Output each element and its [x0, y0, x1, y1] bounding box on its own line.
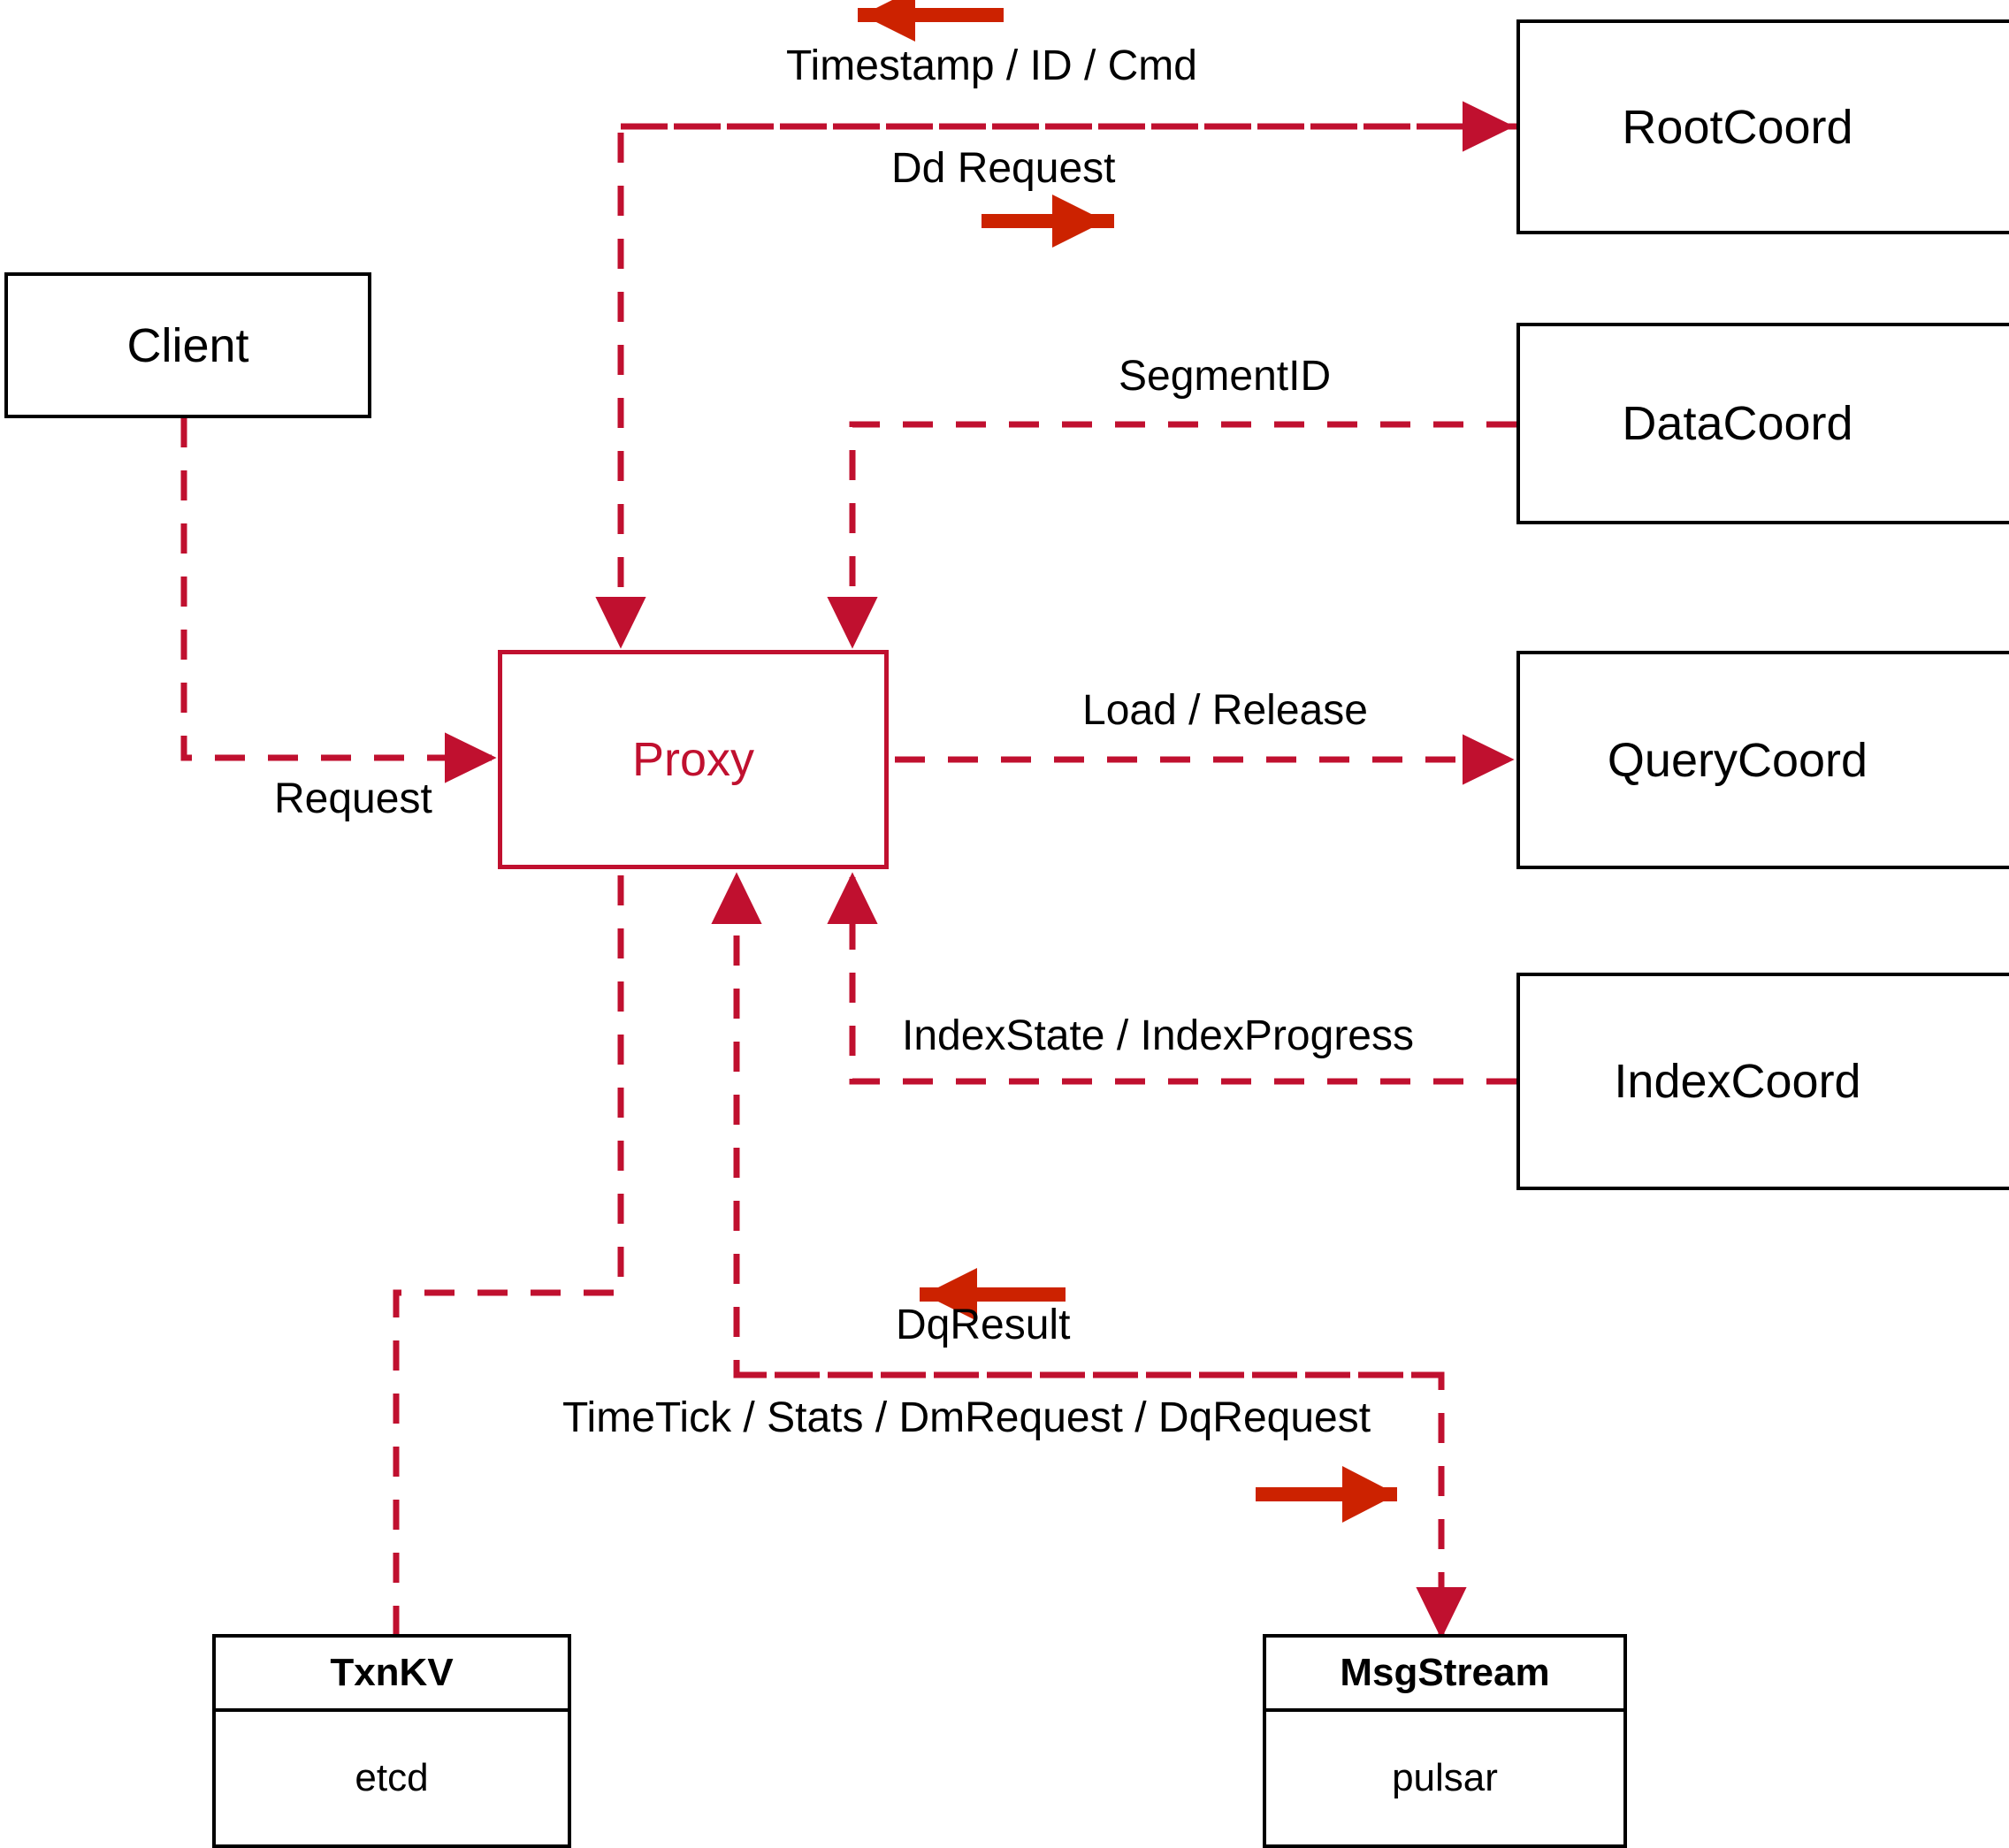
edge-label-dd-request: Dd Request — [891, 145, 1116, 192]
node-rootcoord-label: RootCoord — [1622, 100, 1853, 154]
node-txnkv-body-label: etcd — [355, 1756, 429, 1799]
node-rootcoord[interactable]: RootCoord — [1516, 19, 2009, 234]
node-querycoord-label: QueryCoord — [1607, 733, 1868, 787]
node-txnkv-body: etcd — [216, 1712, 568, 1844]
edge-label-request: Request — [274, 775, 432, 822]
node-msgstream-body-label: pulsar — [1392, 1756, 1498, 1799]
node-txnkv-header: TxnKV — [216, 1638, 568, 1712]
arrow-glyph-timetick — [1256, 1466, 1397, 1523]
node-indexcoord[interactable]: IndexCoord — [1516, 973, 2009, 1190]
edge-label-segmentid: SegmentID — [1119, 353, 1332, 400]
edge-label-load-release: Load / Release — [1082, 687, 1368, 734]
node-datacoord-label: DataCoord — [1622, 397, 1853, 450]
node-datacoord[interactable]: DataCoord — [1516, 323, 2009, 524]
edge-label-dqresult: DqResult — [896, 1302, 1071, 1348]
direction-arrow-glyphs — [858, 0, 1397, 1523]
node-txnkv[interactable]: TxnKV etcd — [212, 1634, 571, 1848]
node-msgstream-header: MsgStream — [1266, 1638, 1623, 1712]
node-client-label: Client — [126, 318, 249, 372]
arrow-glyph-dd-request — [982, 195, 1114, 248]
node-msgstream-body: pulsar — [1266, 1712, 1623, 1844]
node-msgstream[interactable]: MsgStream pulsar — [1263, 1634, 1627, 1848]
edge-label-indexstate-indexprogress: IndexState / IndexProgress — [902, 1012, 1414, 1059]
node-indexcoord-label: IndexCoord — [1614, 1055, 1861, 1108]
edge-label-timestamp-id-cmd: Timestamp / ID / Cmd — [786, 42, 1197, 89]
node-proxy[interactable]: Proxy — [498, 650, 889, 869]
node-txnkv-header-label: TxnKV — [330, 1651, 454, 1694]
node-msgstream-header-label: MsgStream — [1340, 1651, 1550, 1694]
edge-label-timetick-stats-dmrequest-dqrequest: TimeTick / Stats / DmRequest / DqRequest — [562, 1394, 1371, 1441]
node-client[interactable]: Client — [4, 272, 371, 418]
node-proxy-label: Proxy — [631, 733, 755, 786]
node-querycoord[interactable]: QueryCoord — [1516, 651, 2009, 869]
arrow-glyph-timestamp — [858, 0, 1004, 42]
